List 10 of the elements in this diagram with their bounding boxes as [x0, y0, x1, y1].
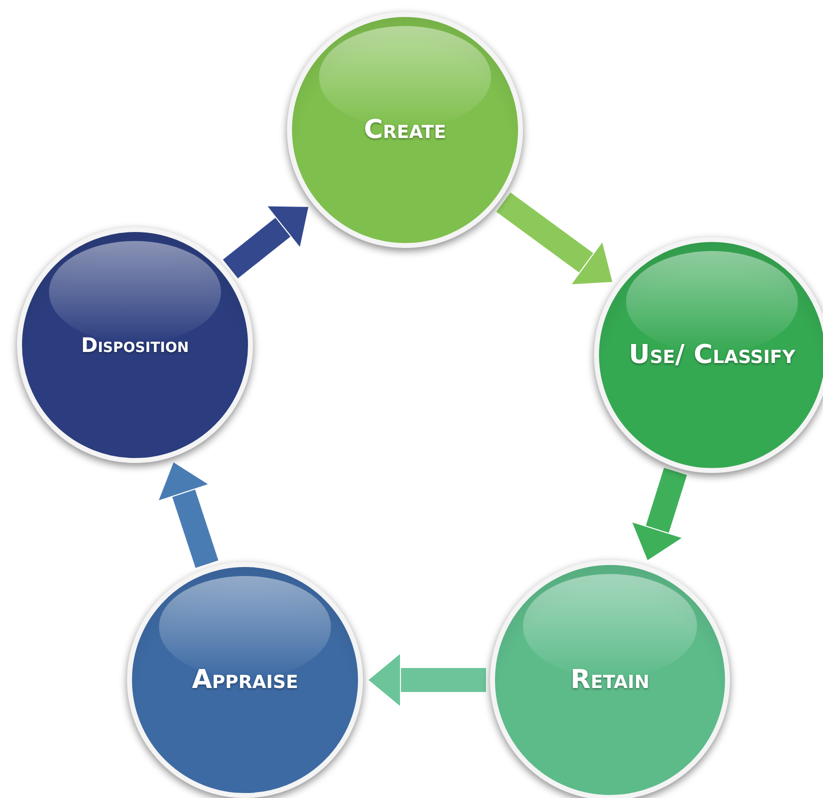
step-label: Create	[364, 114, 446, 146]
arrow	[222, 204, 311, 278]
arrow	[156, 460, 218, 568]
arrow	[496, 192, 615, 286]
arrow	[366, 651, 486, 709]
step-label: Retain	[570, 664, 650, 696]
arrow	[630, 468, 687, 563]
step-label: Use/ Classify	[628, 338, 796, 372]
step-label: Appraise	[192, 664, 298, 696]
step-label: Disposition	[81, 332, 189, 358]
